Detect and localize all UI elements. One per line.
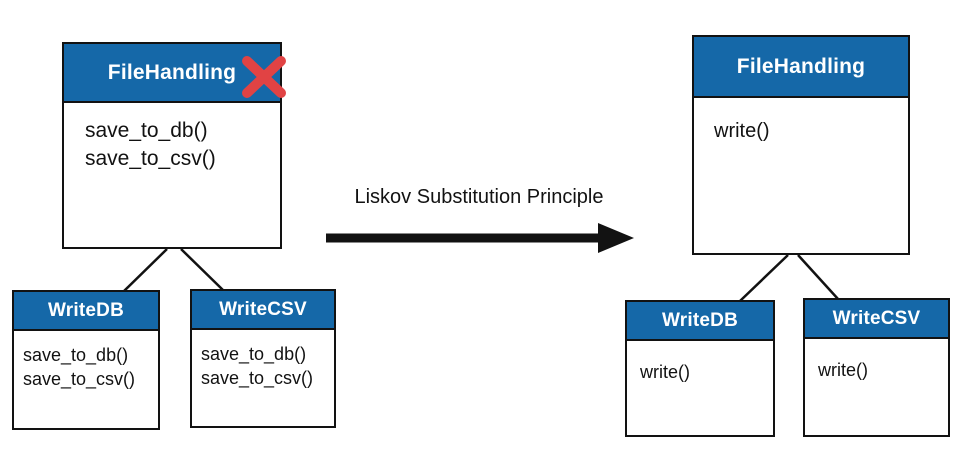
class-box-writedb-before: WriteDB save_to_db() save_to_csv() — [12, 290, 160, 430]
method-label: write() — [714, 120, 770, 142]
class-box-filehandling-before: FileHandling save_to_db() save_to_csv() — [62, 42, 282, 249]
method-list: save_to_db() save_to_csv() — [14, 331, 158, 391]
method-list: save_to_db() save_to_csv() — [64, 103, 280, 173]
lsp-arrow-label: Liskov Substitution Principle — [354, 186, 604, 208]
class-title: WriteCSV — [219, 298, 307, 320]
class-title: WriteDB — [662, 309, 738, 331]
method-label: save_to_db() — [85, 119, 208, 142]
method-label: save_to_csv() — [23, 369, 136, 389]
lsp-arrow — [326, 223, 634, 253]
class-box-writecsv-before: WriteCSV save_to_db() save_to_csv() — [190, 289, 336, 428]
lsp-arrow-head — [598, 223, 634, 253]
method-label: save_to_csv() — [201, 368, 314, 388]
method-label: save_to_db() — [23, 345, 129, 365]
inheritance-line-before-writecsv — [180, 248, 226, 293]
class-title-bar: WriteCSV — [192, 291, 334, 330]
class-title-bar: WriteDB — [14, 292, 158, 331]
method-list: save_to_db() save_to_csv() — [192, 330, 334, 390]
inheritance-line-before-writedb — [122, 248, 168, 293]
class-title: FileHandling — [107, 60, 237, 84]
class-box-filehandling-after: FileHandling write() — [692, 35, 910, 255]
method-label: save_to_csv() — [85, 147, 216, 170]
class-title-bar: FileHandling — [64, 44, 280, 103]
class-title-bar: WriteCSV — [805, 300, 948, 339]
class-box-writecsv-after: WriteCSV write() — [803, 298, 950, 437]
method-label: write() — [818, 360, 868, 380]
method-list: write() — [694, 98, 908, 145]
method-label: write() — [640, 362, 690, 382]
method-list: write() — [805, 339, 948, 382]
class-title-bar: FileHandling — [694, 37, 908, 98]
inheritance-line-after-writecsv — [797, 254, 839, 300]
class-title: WriteCSV — [832, 307, 921, 329]
inheritance-line-after-writedb — [739, 254, 789, 302]
method-label: save_to_db() — [201, 344, 307, 364]
class-box-writedb-after: WriteDB write() — [625, 300, 775, 437]
method-list: write() — [627, 341, 773, 384]
class-title: FileHandling — [736, 54, 866, 78]
class-title-bar: WriteDB — [627, 302, 773, 341]
class-title: WriteDB — [48, 299, 124, 321]
